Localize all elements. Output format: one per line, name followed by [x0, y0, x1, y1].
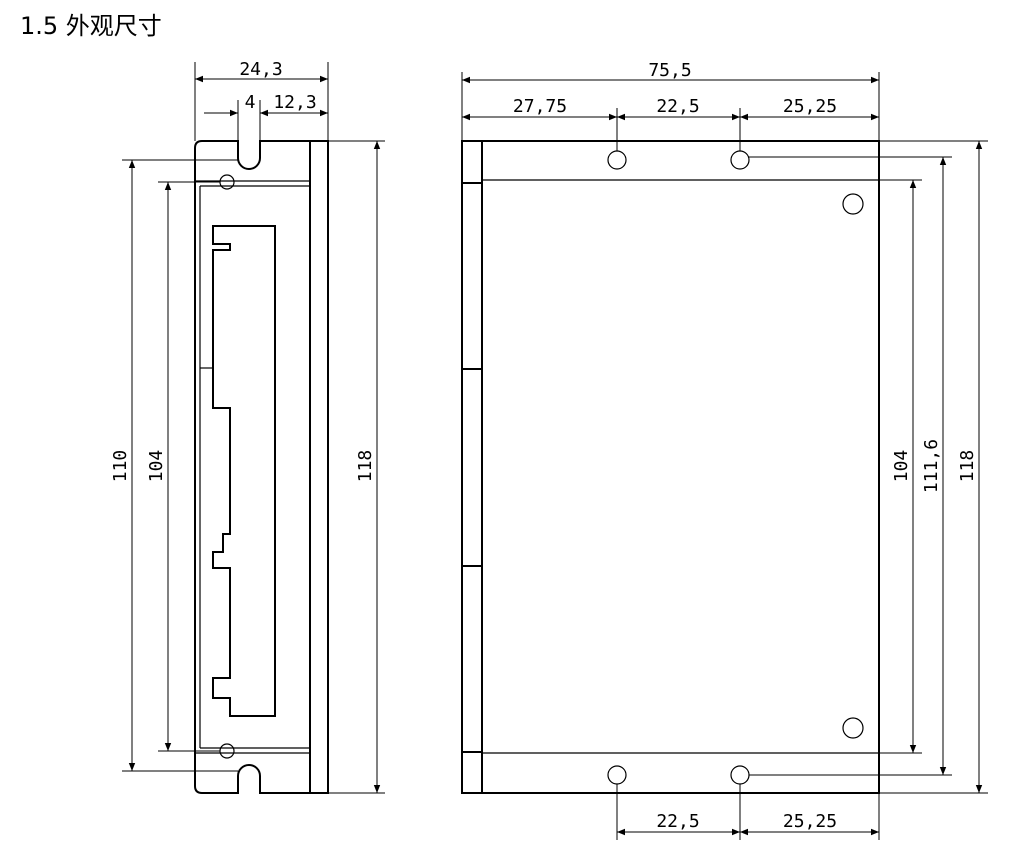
front-height-total-label: 118: [957, 450, 978, 483]
front-bottom-middle-label: 22,5: [656, 811, 699, 832]
front-top-left-label: 27,75: [513, 96, 567, 117]
side-slot-to-edge-label: 12,3: [273, 92, 316, 113]
front-top-hole-left: [607, 150, 627, 170]
side-height-inner-label: 104: [146, 450, 167, 483]
front-height-inner-label: 104: [891, 450, 912, 483]
front-height-holes-label: 111,6: [921, 439, 942, 493]
side-view-top-hole: [219, 174, 235, 190]
side-height-total-label: 118: [355, 450, 376, 483]
side-view: 24,3 4 12,3 110 104 118: [110, 59, 385, 794]
front-view: 75,5 27,75 22,5 25,25 22,5 25,25 104 111…: [461, 60, 988, 840]
front-width-total-label: 75,5: [648, 60, 691, 81]
side-height-outer-label: 110: [110, 450, 131, 483]
front-bottom-hole-left: [607, 765, 627, 785]
side-width-total-label: 24,3: [239, 59, 282, 80]
front-corner-hole-top: [842, 193, 864, 215]
front-top-middle-label: 22,5: [656, 96, 699, 117]
front-bottom-hole-right: [730, 765, 750, 785]
section-title: 1.5 外观尺寸: [20, 12, 162, 40]
front-view-outline: [461, 140, 880, 794]
side-view-connector-profile: [212, 225, 276, 717]
side-view-outline: [194, 140, 329, 794]
front-top-right-label: 25,25: [783, 96, 837, 117]
side-slot-offset-label: 4: [245, 92, 256, 113]
front-top-hole-right: [730, 150, 750, 170]
front-corner-hole-bottom: [842, 717, 864, 739]
front-bottom-right-label: 25,25: [783, 811, 837, 832]
side-view-bottom-hole: [219, 743, 235, 759]
